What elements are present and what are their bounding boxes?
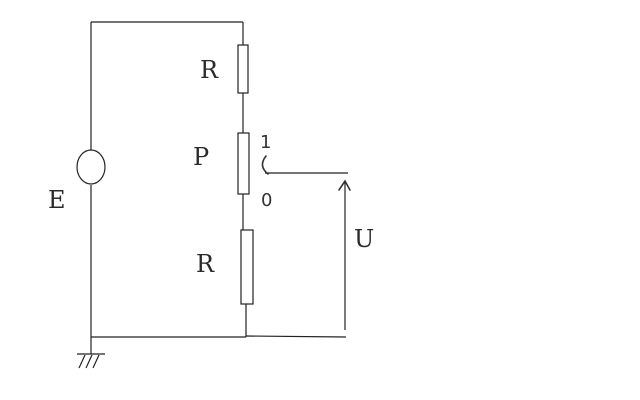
voltage-arrow-head bbox=[338, 179, 351, 191]
resistor-bottom bbox=[240, 229, 254, 305]
label-source: E bbox=[48, 186, 66, 214]
ground-hatch-2 bbox=[85, 354, 93, 369]
label-voltage: U bbox=[354, 225, 374, 253]
wiper-arrow bbox=[261, 155, 269, 175]
label-resistor-top: R bbox=[200, 56, 219, 84]
label-wiper-max: 1 bbox=[260, 132, 271, 153]
label-resistor-bottom: R bbox=[196, 250, 215, 278]
ground-hatch-3 bbox=[92, 354, 100, 369]
resistor-top bbox=[237, 44, 249, 94]
label-potentiometer: P bbox=[193, 143, 209, 171]
ground-hatch-1 bbox=[78, 354, 86, 369]
wire-output-bottom bbox=[245, 335, 347, 338]
voltage-source bbox=[76, 149, 106, 185]
potentiometer bbox=[237, 132, 250, 195]
label-wiper-min: 0 bbox=[261, 190, 272, 211]
